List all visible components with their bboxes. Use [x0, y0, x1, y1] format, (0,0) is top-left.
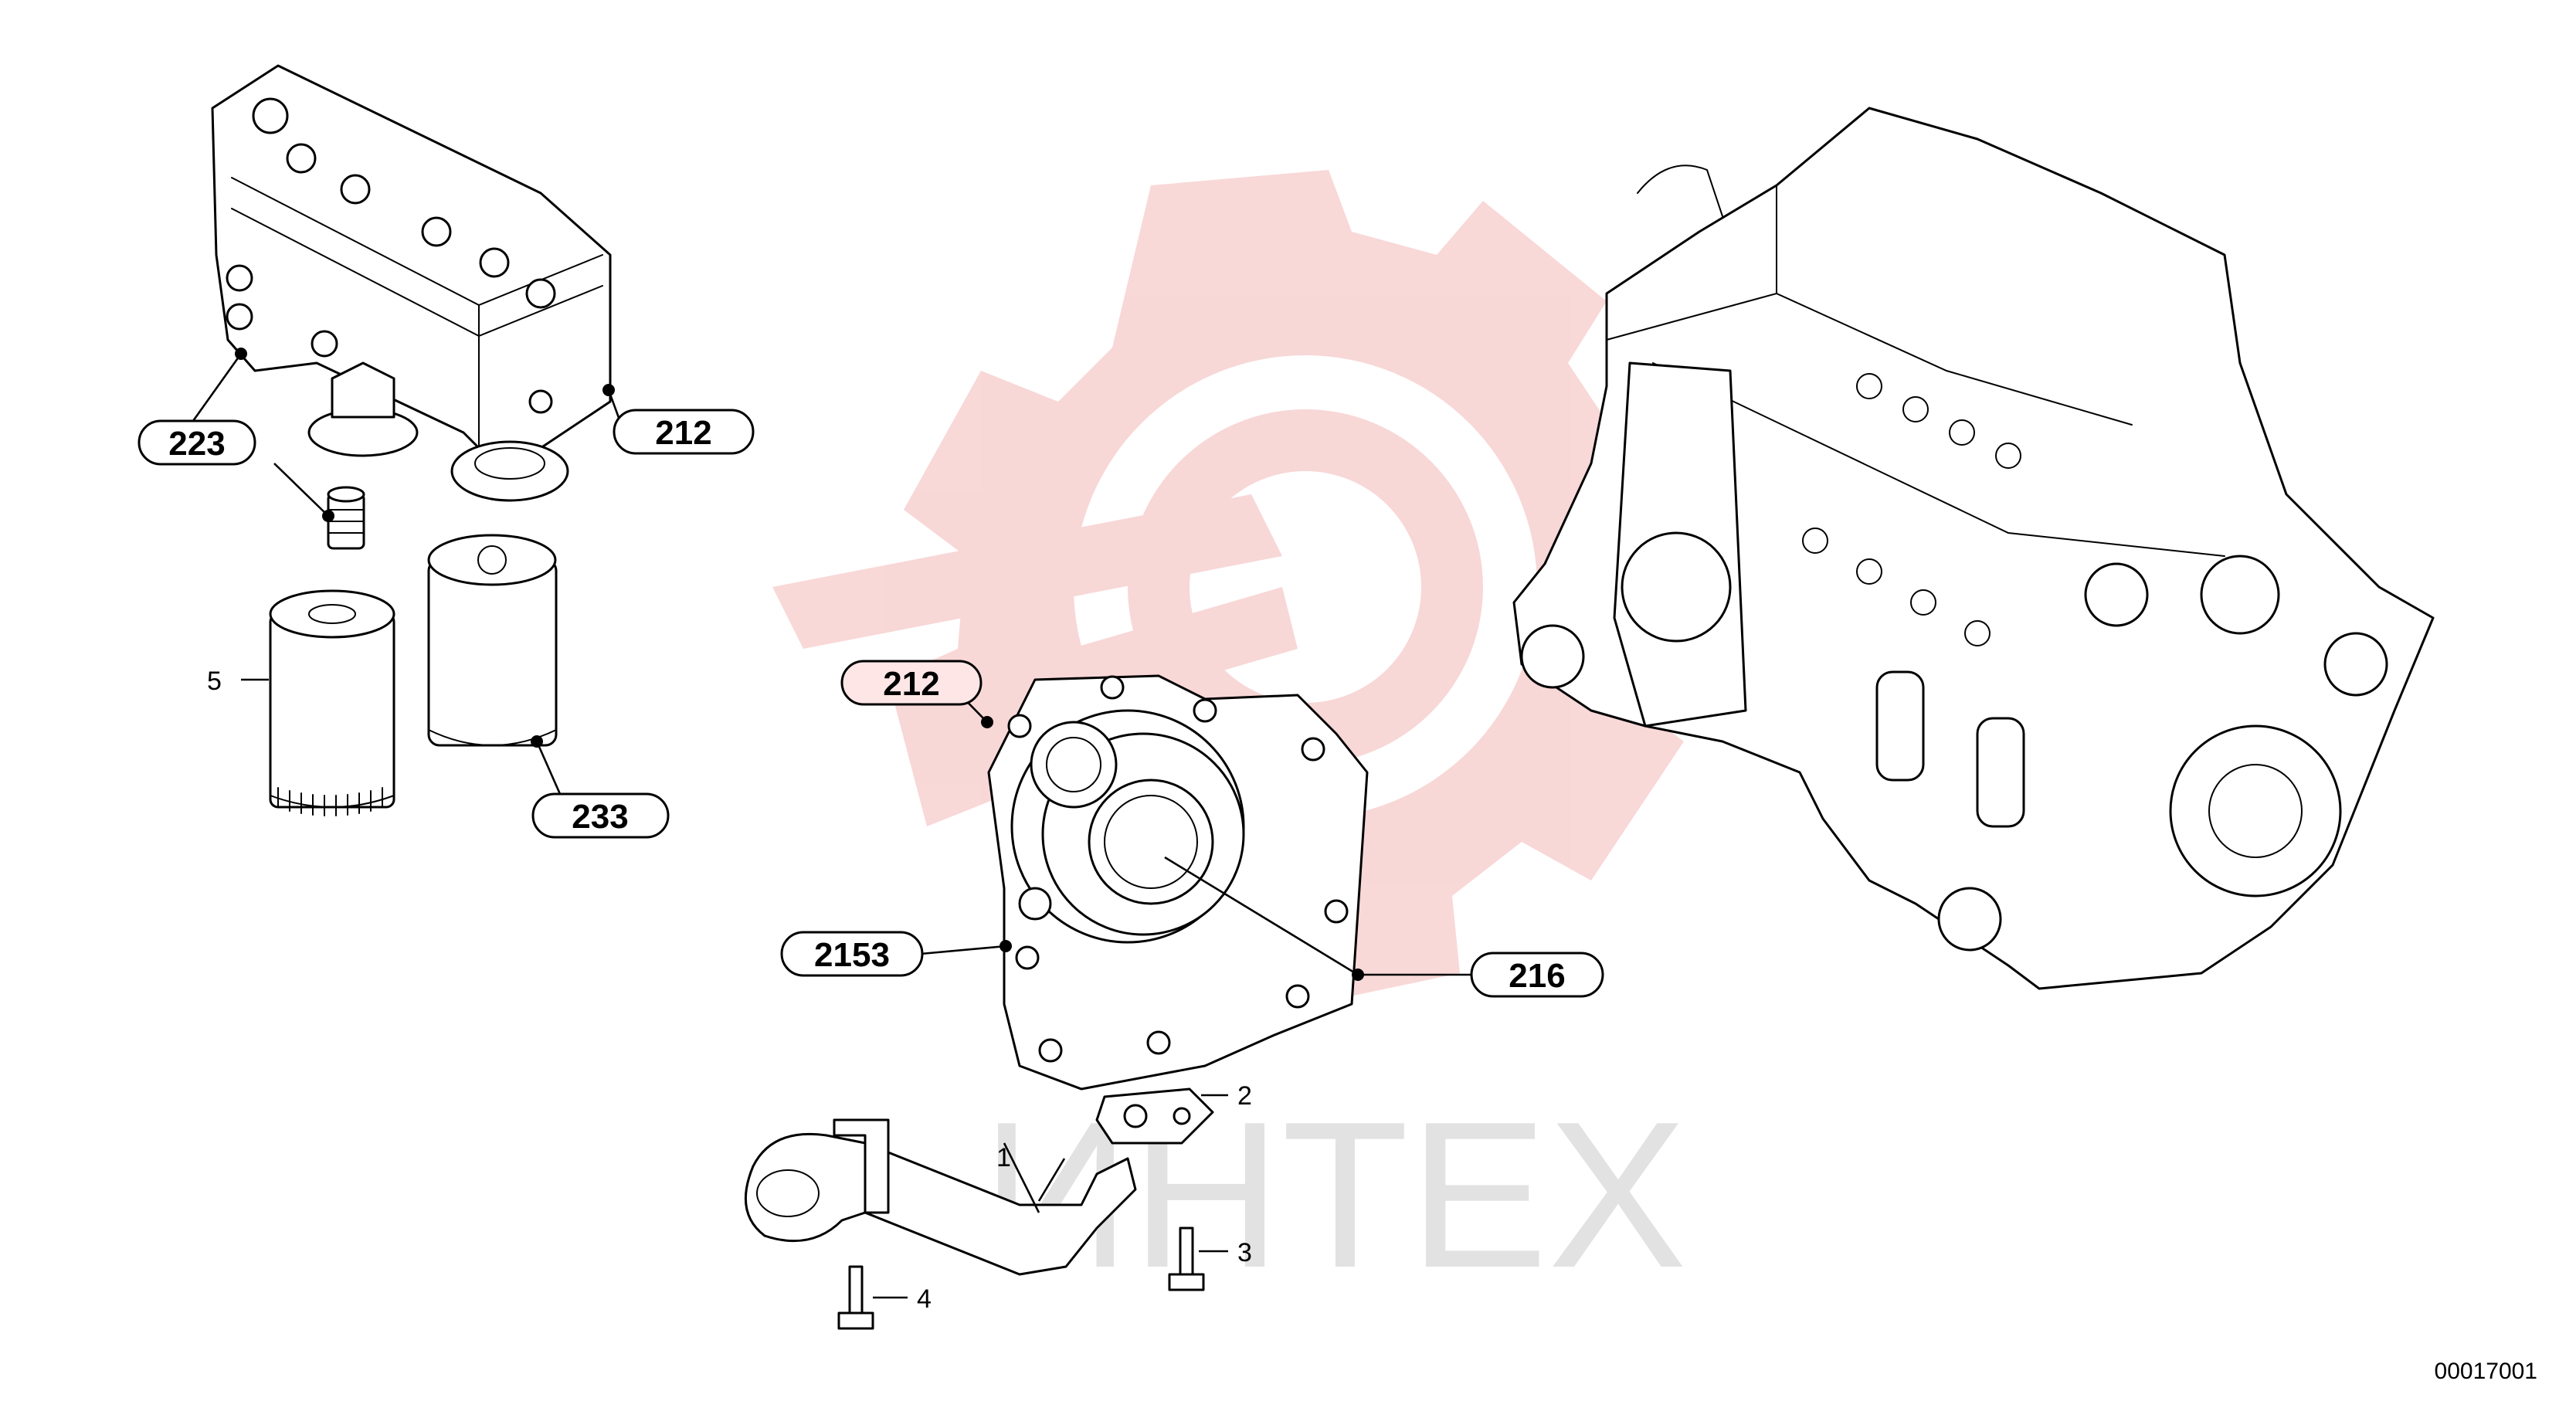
- bolt-icon: [837, 1265, 874, 1330]
- part-label-2: 2: [1237, 1081, 1252, 1111]
- callout-212-center[interactable]: 212: [840, 660, 983, 706]
- part-label-4: 4: [917, 1284, 932, 1314]
- engine-assembly-icon: [1512, 107, 2435, 990]
- oil-filter-icon: [269, 589, 395, 816]
- nipple-icon: [327, 486, 365, 550]
- svg-text:212: 212: [883, 665, 939, 703]
- part-label-1: 1: [996, 1143, 1011, 1172]
- part-label-3: 3: [1237, 1238, 1252, 1267]
- part-label-5: 5: [207, 667, 222, 696]
- oil-cooler-housing-icon: [211, 64, 612, 502]
- svg-text:233: 233: [572, 798, 628, 836]
- svg-text:223: 223: [168, 425, 225, 463]
- leader-lines: [192, 348, 1471, 1299]
- svg-text:212: 212: [655, 414, 711, 452]
- document-number: 00017001: [2435, 1359, 2537, 1384]
- oil-suction-pipe-icon: [744, 1087, 1214, 1276]
- svg-text:2153: 2153: [814, 936, 890, 974]
- callout-216[interactable]: 216: [1470, 952, 1604, 998]
- callout-223[interactable]: 223: [137, 419, 256, 466]
- callout-2153[interactable]: 2153: [780, 931, 924, 977]
- callout-233[interactable]: 233: [531, 792, 670, 839]
- callout-212-top[interactable]: 212: [613, 409, 755, 455]
- bolt-icon: [1168, 1226, 1205, 1291]
- oil-filter-icon: [427, 534, 558, 747]
- svg-text:216: 216: [1509, 957, 1565, 995]
- flywheel-housing-icon: [987, 674, 1369, 1091]
